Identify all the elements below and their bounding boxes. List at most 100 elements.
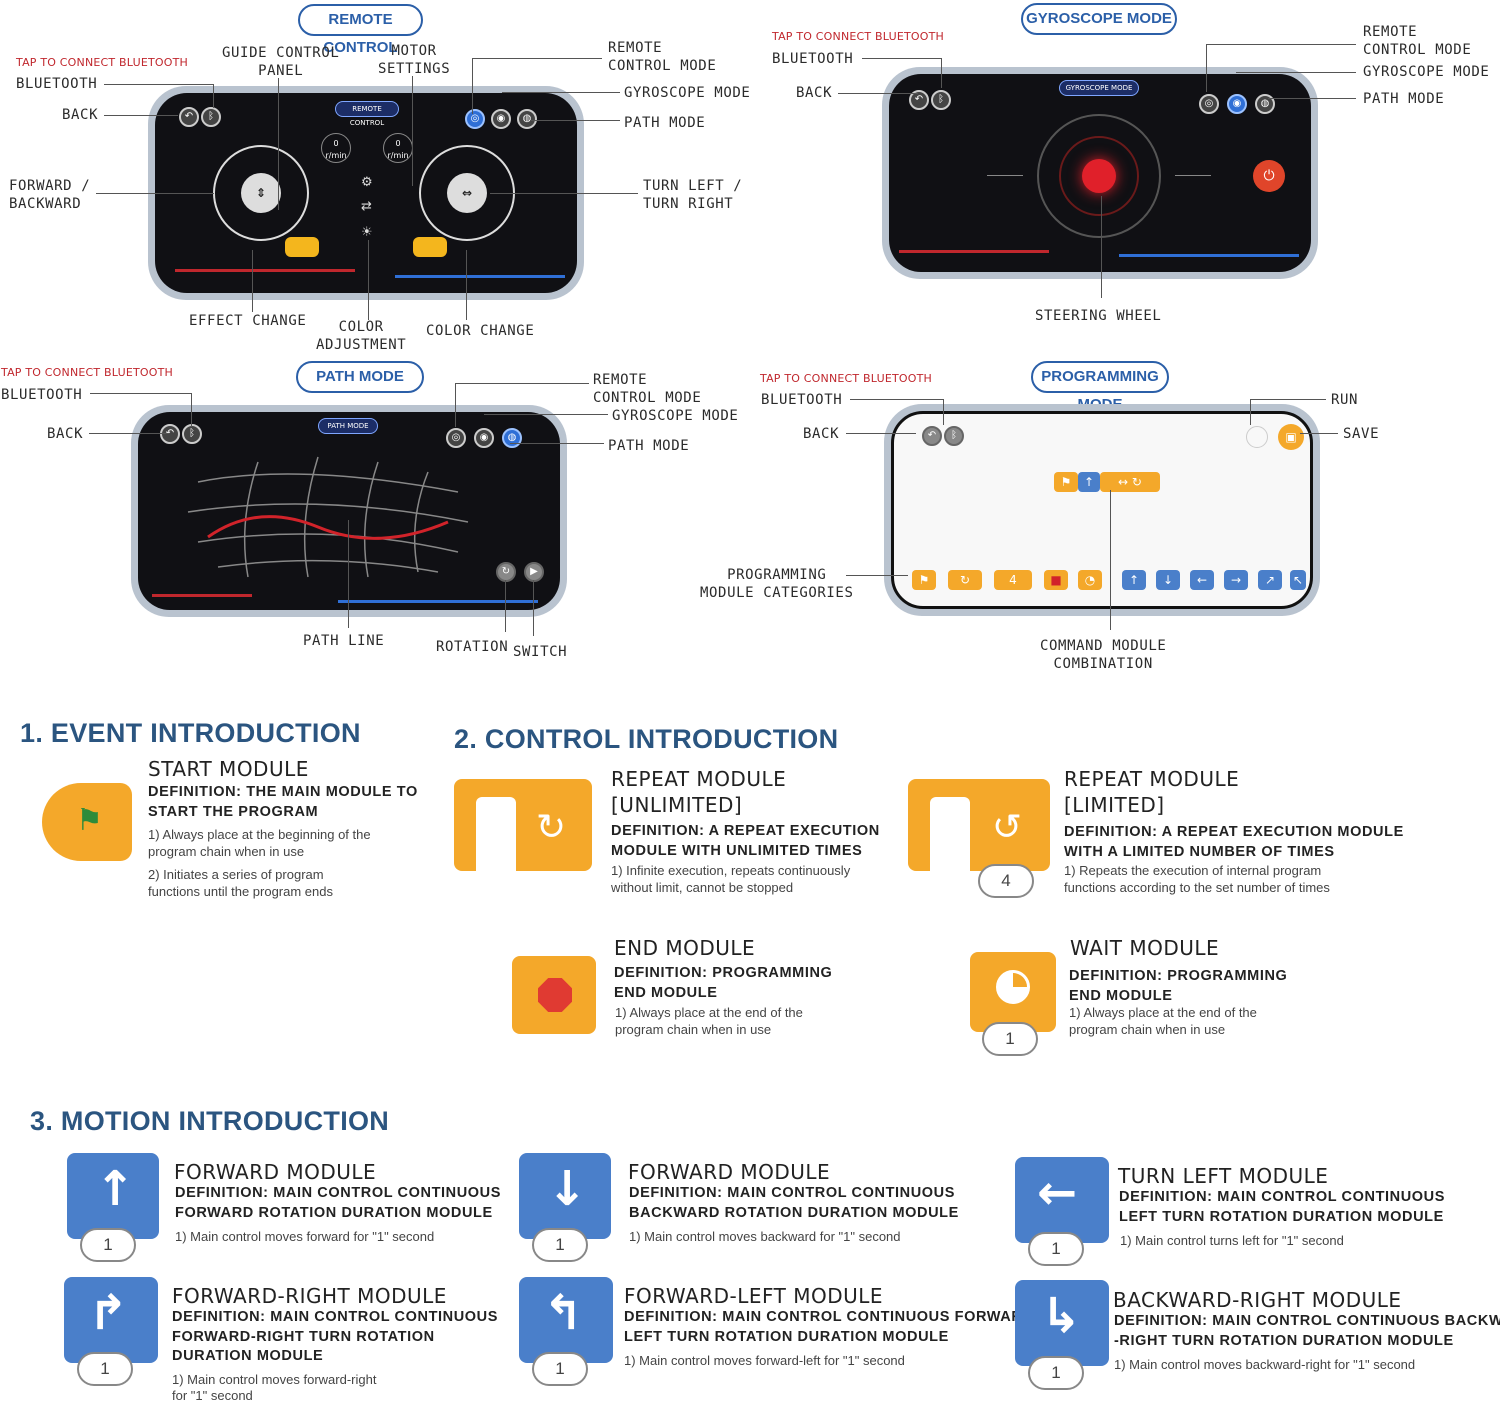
gyro-mode-icon[interactable]: ◉ [491,109,511,129]
bluetooth-label: BLUETOOTH [761,392,843,408]
left-module-block: ← [1015,1157,1109,1243]
guide-control-label: GUIDE CONTROL PANEL [222,45,340,79]
save-button[interactable]: ▣ [1278,424,1304,450]
back-icon[interactable]: ↶ [179,107,199,127]
category-wait[interactable]: ◔ [1078,570,1102,590]
rc-mode-label: REMOTE CONTROL MODE [1363,24,1472,58]
effect-change-button[interactable] [285,237,319,257]
leftright-arrows-icon[interactable]: ⇔ [447,173,487,213]
end-module-block [512,956,596,1034]
path-mode-icon[interactable]: ◍ [1255,94,1275,114]
category-repeat-limited[interactable]: 4 [994,570,1032,590]
start-title: START MODULE [148,757,309,781]
rc-mode-icon[interactable]: ◎ [465,109,485,129]
color-change-button[interactable] [413,237,447,257]
bluetooth-icon[interactable]: ᛒ [944,426,964,446]
repeat-unlimited-definition: DEFINITION: A REPEAT EXECUTION MODULE WI… [611,823,880,859]
forward-note: 1) Main control moves forward for "1" se… [175,1229,435,1244]
screen-title-badge: REMOTE CONTROL [335,101,399,127]
motor-settings-icon[interactable]: ⚙ [361,175,373,190]
category-forward[interactable]: ↑ [1122,570,1146,590]
combination-label: COMMAND MODULE COMBINATION [1040,638,1167,672]
back-icon[interactable]: ↶ [160,424,180,444]
category-backward[interactable]: ↓ [1156,570,1180,590]
event-section-title: 1. EVENT INTRODUCTION [20,718,361,748]
forward-title: FORWARD MODULE [174,1160,377,1184]
category-more[interactable]: ↖ [1290,570,1306,590]
flag-icon: ⚑ [76,803,103,838]
rc-mode-icon[interactable]: ◎ [1199,94,1219,114]
path-line-label: PATH LINE [303,633,385,649]
back-icon[interactable]: ↶ [922,426,942,446]
bluetooth-icon[interactable]: ᛒ [931,90,951,110]
rotation-icon[interactable]: ↻ [496,562,516,582]
start-block[interactable]: ⚑ [1054,472,1078,492]
path-line[interactable] [207,515,449,540]
arrow-left-icon: ← [1037,1165,1078,1221]
forward-right-definition: DEFINITION: MAIN CONTROL CONTINUOUS FORW… [172,1309,499,1364]
tap-to-connect-label: TAP TO CONNECT BLUETOOTH [760,372,932,385]
phone-gyroscope: GYROSCOPE MODE ↶ ᛒ ◎ ◉ ◍ ⏻ [882,67,1318,279]
color-adjustment-label: COLOR ADJUSTMENT [316,319,407,353]
undo-icon: ↺ [992,807,1023,848]
steering-knob[interactable] [1082,159,1116,193]
wait-definition: DEFINITION: PROGRAMMING END MODULE [1069,968,1288,1004]
category-left[interactable]: ← [1190,570,1214,590]
category-event[interactable]: ⚑ [912,570,936,590]
forward-backward-joystick[interactable]: ⇕ [213,145,309,241]
power-icon[interactable]: ⏻ [1253,160,1285,192]
back-label: BACK [796,85,833,101]
back-label: BACK [62,107,99,123]
path-mode-label: PATH MODE [608,438,690,454]
arrow-forward-right-icon: ↱ [88,1285,129,1341]
forward-block[interactable]: ↑ [1078,472,1100,492]
repeat-limited-definition: DEFINITION: A REPEAT EXECUTION MODULE WI… [1064,824,1404,860]
rc-mode-icon[interactable]: ◎ [446,428,466,448]
loop-icon: ↻ [536,807,567,848]
category-right[interactable]: → [1224,570,1248,590]
bluetooth-icon[interactable]: ᛒ [182,424,202,444]
gyro-mode-icon[interactable]: ◉ [1227,94,1247,114]
gyro-mode-label: GYROSCOPE MODE [612,408,739,424]
play-icon[interactable]: ▶ [524,562,544,582]
backward-module-block: ↓ [519,1153,611,1239]
backward-right-title: BACKWARD-RIGHT MODULE [1113,1288,1402,1312]
steering-wheel[interactable] [1037,114,1161,238]
path-screen: PATH MODE ↶ ᛒ ◎ ◉ ◍ ↻ ▶ [138,412,560,610]
repeat-block[interactable]: ↔ ↻ [1100,472,1160,492]
gyro-mode-icon[interactable]: ◉ [474,428,494,448]
back-label: BACK [803,426,840,442]
bluetooth-label: BLUETOOTH [1,387,83,403]
control-section-title: 2. CONTROL INTRODUCTION [454,724,839,754]
forward-left-module-block: ↰ [519,1277,613,1363]
category-end[interactable]: ■ [1044,570,1068,590]
screen-title-badge: GYROSCOPE MODE [1059,80,1139,96]
swap-icon[interactable]: ⇄ [361,199,372,214]
category-forward-right[interactable]: ↗ [1258,570,1282,590]
back-icon[interactable]: ↶ [909,90,929,110]
left-title: TURN LEFT MODULE [1118,1164,1329,1188]
path-grid [187,456,469,578]
path-mode-label: PATH MODE [624,115,706,131]
bluetooth-label: BLUETOOTH [772,51,854,67]
motor-settings-label: MOTOR SETTINGS [378,43,451,77]
turn-joystick[interactable]: ⇔ [419,145,515,241]
brightness-icon[interactable]: ☀ [361,225,373,240]
motion-section-title: 3. MOTION INTRODUCTION [30,1106,390,1136]
repeat-limited-block: ↺ [908,779,1050,871]
path-mode-icon[interactable]: ◍ [517,109,537,129]
backward-count: 1 [532,1228,588,1262]
bluetooth-icon[interactable]: ᛒ [201,107,221,127]
path-mode-icon[interactable]: ◍ [502,428,522,448]
back-label: BACK [47,426,84,442]
repeat-limited-title: REPEAT MODULE [LIMITED] [1064,767,1240,817]
start-note-2: 2) Initiates a series of program functio… [148,867,333,899]
steering-ring [1059,136,1139,216]
category-repeat[interactable]: ↻ [948,570,982,590]
backward-title: FORWARD MODULE [628,1160,831,1184]
updown-arrows-icon[interactable]: ⇕ [241,173,281,213]
run-button[interactable] [1246,426,1268,448]
wait-count: 1 [982,1022,1038,1056]
stop-icon [538,978,572,1012]
wait-module-block [970,952,1056,1032]
